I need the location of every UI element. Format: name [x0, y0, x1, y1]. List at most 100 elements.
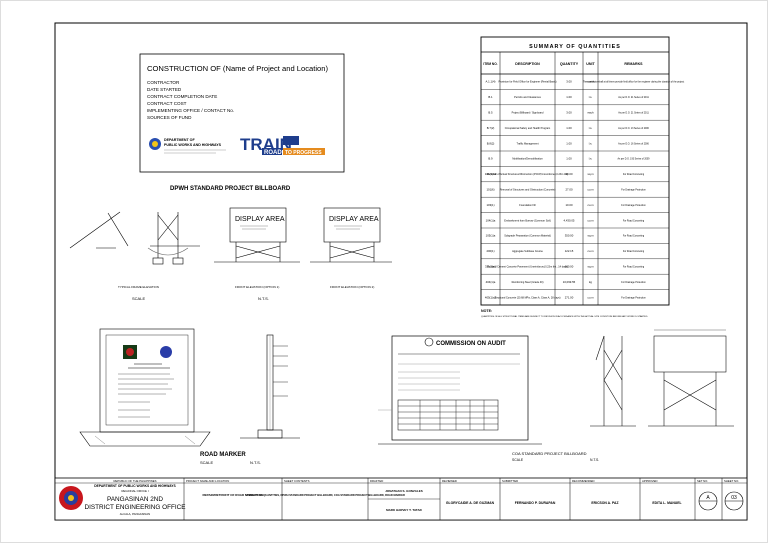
tb-column-header: APPROVED	[642, 479, 658, 483]
soq-title: SUMMARY OF QUANTITIES	[529, 44, 621, 50]
tb-approved: EDITA L. MANUEL	[652, 501, 681, 505]
billboard-field: IMPLEMENTING OFFICE / CONTACT No.	[147, 108, 234, 113]
soq-unit: cu.m	[587, 203, 594, 207]
soq-remarks: As per D.O. 21 Series of 2011	[618, 96, 649, 99]
soq-description: Removal of Actual Structures/Obstruction…	[487, 173, 569, 176]
soq-description: Subgrade Preparation (Common Material)	[504, 235, 551, 238]
soq-description: Foundation Fill	[519, 204, 536, 207]
frame-elevation-caption: TYPICAL FRAME ELEVATION	[118, 285, 159, 289]
front-opt2-caption: FRONT ELEVATION (OPTION 2)	[330, 285, 374, 289]
billboard-title: CONSTRUCTION OF (Name of Project and Loc…	[147, 64, 329, 73]
soq-item: B.5	[488, 111, 493, 115]
tb-address: ALCALA, PANGASINAN	[120, 512, 150, 516]
soq-header-cell: REMARKS	[624, 62, 643, 66]
road-marker-section: ROAD MARKER SCALE N.T.S.	[79, 328, 300, 465]
soq-quantity: 10,099.55	[563, 280, 576, 284]
soq-header-cell: QUANTITY	[560, 62, 579, 66]
soq-description: Occupational Safety and Health Program	[505, 127, 550, 130]
soq-note-text: QUANTITIES OF ALL STRUCTURAL ITEMS ARE S…	[481, 315, 648, 318]
tb-column-header: PROJECT NAME AND LOCATION	[186, 479, 229, 483]
road-marker-caption: ROAD MARKER	[200, 452, 246, 458]
soq-item: 404(1)a	[486, 280, 496, 284]
soq-unit: l.s.	[589, 141, 593, 145]
tb-column-header: SHEET NO.	[724, 479, 739, 483]
soq-item: 200(1)	[486, 249, 494, 253]
coa-elevations	[590, 329, 734, 427]
soq-remarks: As per D.O. 13 Series of 2006	[618, 127, 649, 130]
soq-remarks: For Road Concreting	[623, 250, 645, 253]
tb-column-header: DRAFTED	[370, 479, 383, 483]
coa-caption: COA STANDARD PROJECT BILLBOARD	[512, 451, 587, 456]
soq-remarks: For Drainage Protection	[621, 296, 646, 299]
soq-description: Provision for Field Office for Engineer …	[499, 81, 557, 84]
soq-unit: kg	[589, 280, 592, 284]
soq-unit: sq.m	[587, 265, 594, 269]
display-area-label: DISPLAY AREA	[329, 216, 379, 223]
soq-remarks: As per D.O. 16 Series of 2006	[618, 142, 649, 145]
soq-remarks: For Drainage Protection	[621, 189, 646, 192]
soq-header-cell: ITEM NO.	[483, 62, 497, 66]
soq-quantity: 27.00	[566, 188, 573, 192]
soq-quantity: 1.00	[566, 157, 572, 161]
soq-quantity: 40.00	[566, 172, 573, 176]
road-marker-scale-value: N.T.S.	[250, 460, 261, 465]
soq-item: 103(1)	[486, 203, 494, 207]
road-marker-scale-label: SCALE	[200, 460, 213, 465]
soq-item: 101(3)b2	[485, 172, 497, 176]
billboard-field: CONTRACTOR	[147, 80, 180, 85]
summary-of-quantities: SUMMARY OF QUANTITIES ITEM NO. DESCRIPTIO…	[480, 36, 685, 318]
tb-column-header: SHEET CONTENTS	[284, 479, 310, 483]
soq-remarks: For Road Concreting	[623, 219, 645, 222]
soq-header-cell: UNIT	[586, 62, 595, 66]
soq-item: 311(1)a1	[485, 265, 496, 269]
soq-header-cell: DESCRIPTION	[515, 62, 540, 66]
coa-scale-label: SCALE	[512, 458, 524, 462]
soq-item: B.8(2)	[487, 141, 495, 145]
soq-quantity: 3.00	[566, 80, 572, 84]
tb-contents: SUMMARY OF QUANTITIES, DPWH STANDARD PRO…	[245, 493, 405, 497]
dept-line2: PUBLIC WORKS AND HIGHWAYS	[164, 143, 222, 147]
soq-description: Aggregate Subbase Course	[512, 250, 543, 253]
soq-quantity: 122.15	[565, 249, 574, 253]
coa-header: COMMISSION ON AUDIT	[436, 341, 506, 347]
tb-republic: REPUBLIC OF THE PHILIPPINES	[113, 479, 156, 483]
soq-unit: cu.m	[587, 218, 594, 222]
dept-line1: DEPARTMENT OF	[164, 138, 195, 142]
soq-description: Embankment from Borrow (Common Soil)	[504, 219, 551, 222]
soq-quantity: 10.00	[566, 203, 573, 207]
elev-scale-label: SCALE	[132, 296, 145, 301]
tb-sheet-no: 03	[731, 495, 737, 501]
soq-remarks: For Road Concreting	[623, 266, 645, 269]
soq-description: Mobilization/Demobilization	[512, 158, 543, 161]
billboard-field: CONTRACT COMPLETION DATE	[147, 94, 217, 99]
soq-description: Removal of Structures and Obstruction (C…	[500, 189, 556, 192]
tb-office1: PANGASINAN 2ND	[107, 496, 163, 503]
soq-quantity: 350.00	[565, 234, 574, 238]
soq-quantity: 3.00	[566, 111, 572, 115]
tb-project: REPAIR/RETROFIT OF ROAD STRUCTURE	[203, 493, 264, 497]
soq-description: Reinforcing Steel (Grade 40)	[512, 281, 544, 284]
soq-quantity: 1.00	[566, 95, 572, 99]
soq-unit: month	[587, 80, 595, 84]
soq-description: Project Billboard / Signboard	[512, 112, 544, 115]
soq-remarks: For Drainage Protection	[621, 281, 646, 284]
soq-remarks: For Road Concreting	[623, 173, 645, 176]
soq-unit: l.s.	[589, 95, 593, 99]
soq-remarks: As per D.O. 21 Series of 2011	[618, 112, 649, 115]
soq-item: 405(1)a2	[485, 295, 497, 299]
tb-reviewed: GLORYCAIDE A. DE GUZMAN	[446, 501, 495, 505]
soq-item: 101(6)	[486, 188, 494, 192]
billboard-elevations	[69, 207, 392, 265]
tb-submitted: FERNANDO P. DURAPAN	[515, 501, 556, 505]
tb-dept: DEPARTMENT OF PUBLIC WORKS AND HIGHWAYS	[94, 484, 176, 488]
soq-unit: cu.m	[587, 249, 594, 253]
tb-column-header: RECOMMENDED	[572, 479, 595, 483]
soq-unit: l.s.	[589, 157, 593, 161]
soq-unit: l.s.	[589, 126, 593, 130]
tb-set-no: A	[706, 495, 710, 501]
soq-description: Portland Cement Concrete Pavement (Unrei…	[487, 266, 568, 269]
soq-quantity: 271.00	[565, 295, 574, 299]
soq-item: 105(1)a	[486, 234, 496, 238]
soq-remarks: For Road Concreting	[623, 235, 645, 238]
